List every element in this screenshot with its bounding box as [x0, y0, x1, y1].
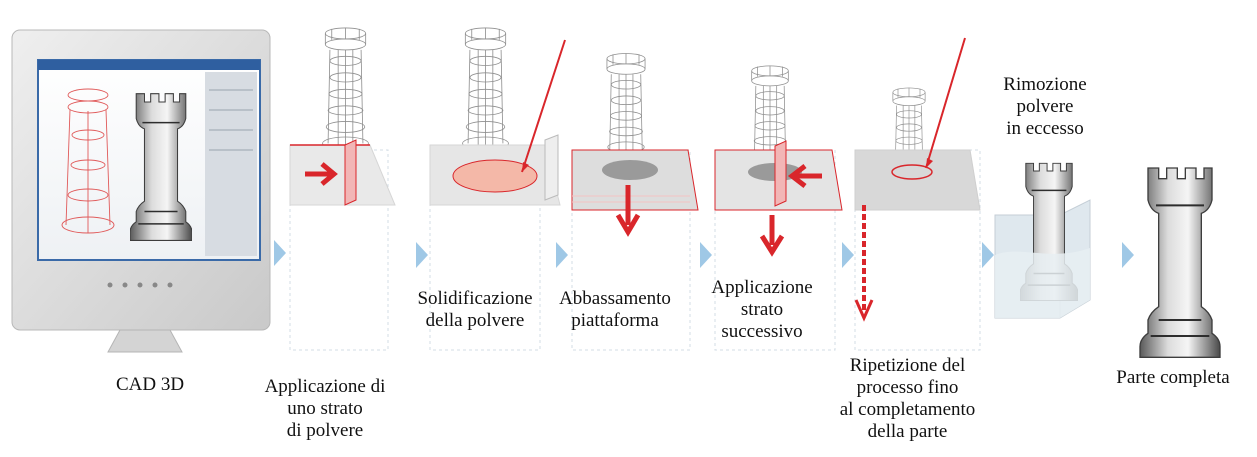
step-panel-complete [1140, 168, 1220, 357]
label-lower: Abbassamento piattaforma [540, 288, 690, 332]
chevron-right-icon [982, 242, 994, 268]
chevron-right-icon [556, 242, 568, 268]
chevron-right-icon [416, 242, 428, 268]
chevron-right-icon [1122, 242, 1134, 268]
label-cad: CAD 3D [95, 374, 205, 396]
label-remove: Rimozione polvere in eccesso [990, 74, 1100, 140]
label-solidify: Solidificazione della polvere [400, 288, 550, 332]
chevron-right-icon [700, 242, 712, 268]
step-panel-apply-layer [290, 28, 395, 350]
chevron-right-icon [274, 240, 286, 266]
monitor-icon [12, 30, 270, 352]
label-next-layer: Applicazione strato successivo [692, 277, 832, 343]
label-apply-layer: Applicazione di uno strato di polvere [250, 376, 400, 442]
step-panel-remove [995, 163, 1090, 318]
label-complete: Parte completa [1098, 367, 1248, 389]
label-repeat: Ripetizione del processo fino al complet… [820, 355, 995, 443]
step-panel-repeat [855, 38, 980, 350]
chevron-right-icon [842, 242, 854, 268]
